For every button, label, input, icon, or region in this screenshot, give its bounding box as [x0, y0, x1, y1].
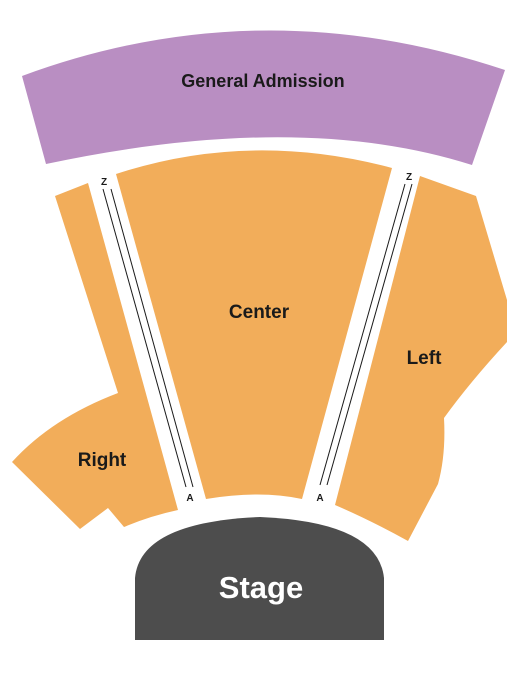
- section-center[interactable]: Center: [116, 150, 392, 499]
- section-left[interactable]: Left: [335, 176, 507, 541]
- section-general-admission[interactable]: General Admission: [22, 30, 505, 166]
- left-section-label: Left: [407, 348, 443, 369]
- left-aisle-row-a: A: [186, 493, 193, 504]
- general-admission-area[interactable]: [22, 30, 505, 166]
- right-section-label: Right: [78, 450, 127, 471]
- left-aisle-line-outer: [102, 188, 187, 488]
- right-aisle-row-a: A: [316, 493, 323, 504]
- center-section-label: Center: [229, 302, 290, 323]
- stage: Stage: [135, 517, 384, 640]
- aisle-left: Z A: [101, 177, 194, 504]
- stage-area: [135, 517, 384, 640]
- right-section-area[interactable]: [12, 183, 178, 529]
- left-section-area[interactable]: [335, 176, 507, 541]
- general-admission-label: General Admission: [181, 71, 344, 91]
- right-aisle-line-inner: [326, 183, 413, 486]
- section-right[interactable]: Right: [12, 183, 178, 529]
- right-aisle-row-z: Z: [406, 172, 412, 183]
- left-aisle-row-z: Z: [101, 177, 107, 188]
- right-aisle-line-outer: [319, 183, 406, 486]
- left-aisle-line-inner: [110, 188, 194, 488]
- center-section-area[interactable]: [116, 150, 392, 499]
- stage-label: Stage: [219, 570, 303, 605]
- aisle-right: Z A: [316, 172, 413, 504]
